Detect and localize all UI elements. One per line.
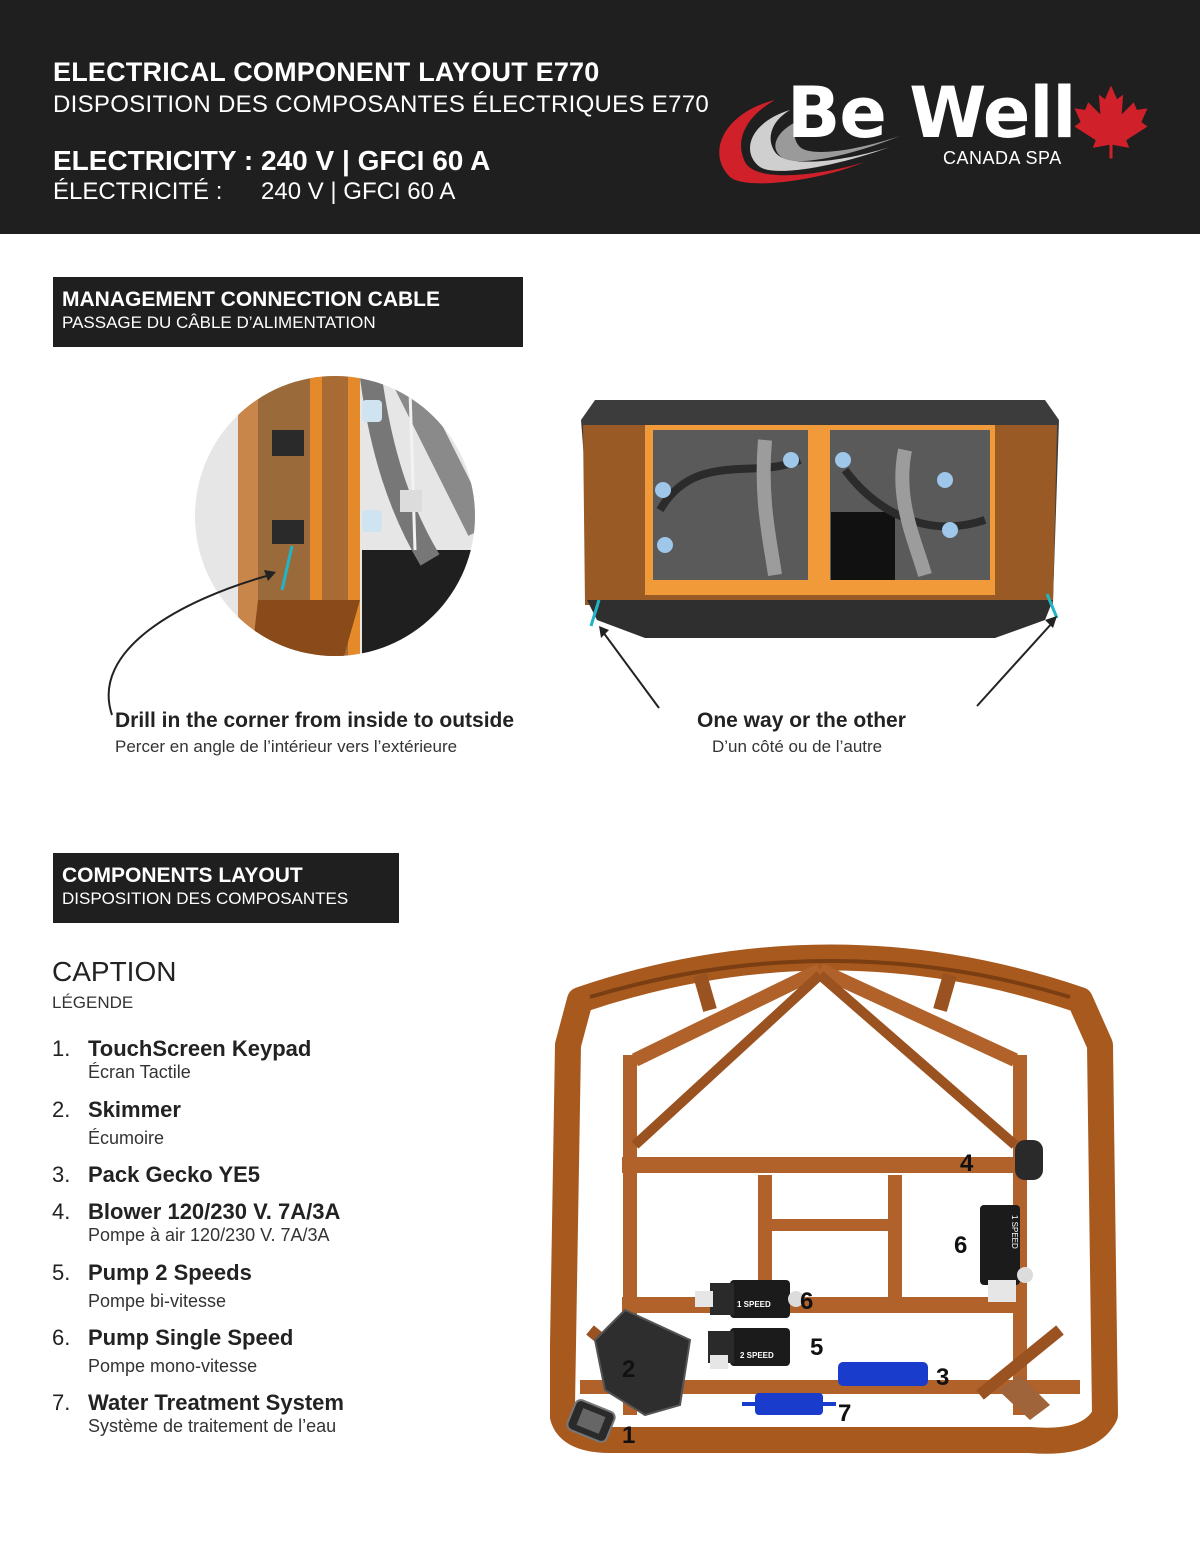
page-title: ELECTRICAL COMPONENT LAYOUT E770 bbox=[53, 57, 600, 87]
electricity-label: ELECTRICITY : bbox=[53, 145, 254, 176]
section-layout-subtitle: DISPOSITION DES COMPOSANTES bbox=[62, 889, 349, 908]
legend-number: 3. bbox=[52, 1162, 71, 1187]
legend-label: Pack Gecko YE5 bbox=[88, 1162, 261, 1187]
diagram-label-1: 1 bbox=[622, 1422, 635, 1449]
legend-label: TouchScreen Keypad bbox=[88, 1036, 312, 1061]
swoosh-icon bbox=[719, 100, 900, 184]
legend-label-fr: Pompe bi-vitesse bbox=[88, 1291, 227, 1311]
electricity-value: 240 V | GFCI 60 A bbox=[261, 145, 491, 176]
maple-leaf-icon bbox=[1074, 85, 1148, 159]
legend-number: 6. bbox=[52, 1325, 71, 1350]
either-side-caption-fr: D’un côté ou de l’autre bbox=[712, 737, 883, 756]
logo-name: Be Well bbox=[787, 72, 1076, 154]
diagram-label-6-left: 6 bbox=[800, 1288, 813, 1315]
drill-caption-fr: Percer en angle de l’intérieur vers l’ex… bbox=[115, 737, 458, 756]
drill-caption: Drill in the corner from inside to outsi… bbox=[115, 709, 515, 732]
diagram-label-4: 4 bbox=[960, 1150, 974, 1177]
page-subtitle: DISPOSITION DES COMPOSANTES ÉLECTRIQUES … bbox=[53, 91, 710, 118]
section-cable-subtitle: PASSAGE DU CÂBLE D’ALIMENTATION bbox=[62, 313, 376, 332]
diagram-label-3: 3 bbox=[936, 1364, 949, 1391]
caption-subtitle: LÉGENDE bbox=[52, 993, 134, 1012]
components-layout-diagram: 1 2 3 7 4 1 SPEED 6 1 SPEED 6 2 SPEED 5 bbox=[550, 944, 1118, 1454]
legend-number: 1. bbox=[52, 1036, 71, 1061]
electricity-label-fr: ÉLECTRICITÉ : bbox=[53, 178, 223, 205]
bewell-logo: Be Well CANADA SPA bbox=[705, 70, 1165, 200]
electricity-value-fr: 240 V | GFCI 60 A bbox=[261, 178, 456, 205]
logo-tagline: CANADA SPA bbox=[943, 148, 1062, 168]
legend-number: 7. bbox=[52, 1390, 71, 1415]
legend-label-fr: Système de traitement de l’eau bbox=[88, 1416, 337, 1436]
legend-label: Pump 2 Speeds bbox=[88, 1260, 252, 1285]
legend-number: 2. bbox=[52, 1097, 71, 1122]
page-header: ELECTRICAL COMPONENT LAYOUT E770 DISPOSI… bbox=[0, 0, 1200, 234]
spa-top-view-illustration bbox=[581, 400, 1059, 709]
corner-zoom-illustration bbox=[107, 376, 475, 716]
pump-label-vertical: 1 SPEED bbox=[1010, 1215, 1019, 1249]
legend-label: Water Treatment System bbox=[88, 1390, 344, 1415]
legend-label-fr: Écumoire bbox=[88, 1128, 165, 1148]
caption-title: CAPTION bbox=[52, 956, 177, 987]
section-layout-title: COMPONENTS LAYOUT bbox=[62, 864, 303, 887]
section-cable-header: MANAGEMENT CONNECTION CABLE PASSAGE DU C… bbox=[53, 277, 523, 347]
diagram-label-5: 5 bbox=[810, 1334, 823, 1361]
legend-number: 5. bbox=[52, 1260, 71, 1285]
legend-label-fr: Pompe mono-vitesse bbox=[88, 1356, 258, 1376]
legend-number: 4. bbox=[52, 1199, 71, 1224]
legend-label: Pump Single Speed bbox=[88, 1325, 294, 1350]
legend-label: Blower 120/230 V. 7A/3A bbox=[88, 1199, 341, 1224]
legend-label: Skimmer bbox=[88, 1097, 181, 1122]
pump-label-1speed: 1 SPEED bbox=[737, 1300, 771, 1309]
diagram-label-7: 7 bbox=[838, 1400, 851, 1427]
legend-label-fr: Écran Tactile bbox=[88, 1062, 191, 1082]
pump-label-2speed: 2 SPEED bbox=[740, 1351, 774, 1360]
diagram-label-2: 2 bbox=[622, 1356, 635, 1383]
legend-label-fr: Pompe à air 120/230 V. 7A/3A bbox=[88, 1225, 330, 1245]
either-side-caption: One way or the other bbox=[697, 709, 906, 732]
section-cable-title: MANAGEMENT CONNECTION CABLE bbox=[62, 288, 440, 311]
section-layout-header: COMPONENTS LAYOUT DISPOSITION DES COMPOS… bbox=[53, 853, 399, 923]
diagram-label-6-right: 6 bbox=[954, 1232, 967, 1259]
